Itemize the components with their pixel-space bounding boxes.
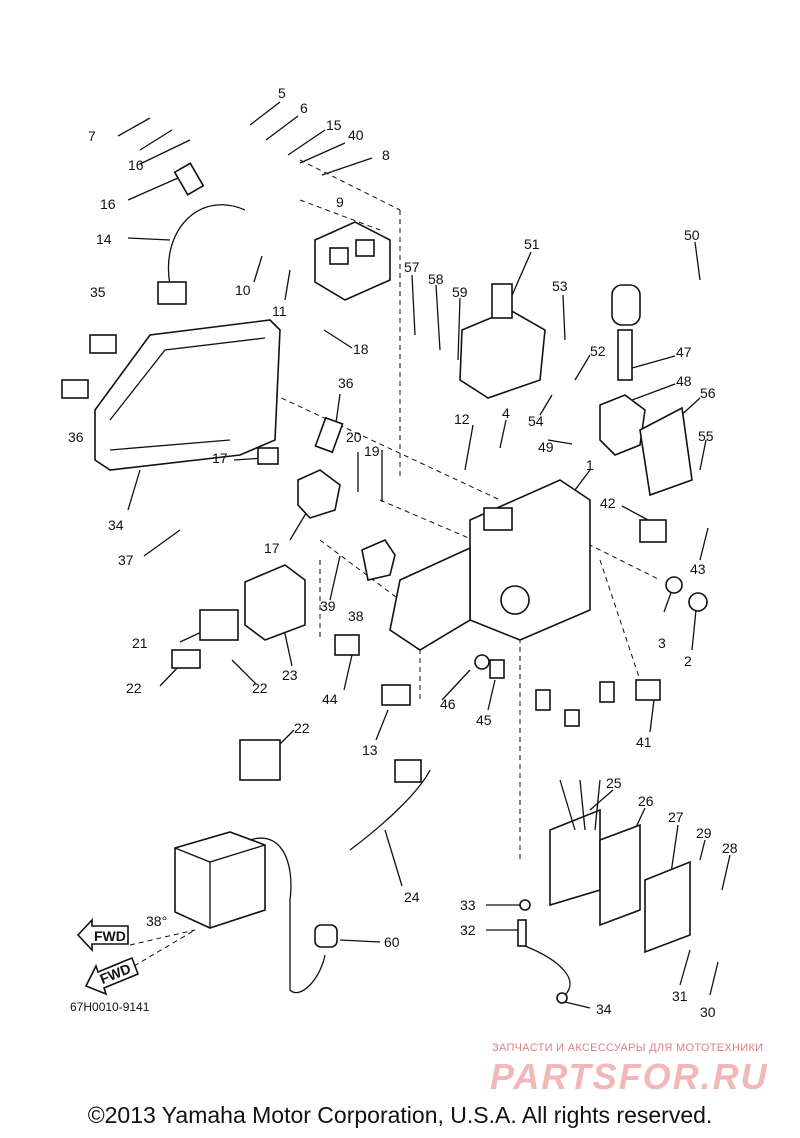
- fwd-arrows: [76, 917, 196, 996]
- callout: 59: [452, 284, 468, 300]
- regulator-plates: [549, 779, 691, 954]
- callout: 11: [272, 303, 287, 319]
- callout: 33: [460, 897, 476, 913]
- callout: 15: [326, 117, 342, 133]
- callout: 38: [348, 608, 364, 624]
- callout: 14: [96, 231, 112, 247]
- callout: 26: [638, 793, 654, 809]
- callout: 3: [658, 635, 666, 651]
- callout: 49: [538, 439, 554, 455]
- callout: 58: [428, 271, 444, 287]
- callout: 39: [320, 598, 336, 614]
- callout: 37: [118, 552, 134, 568]
- callout: 22: [294, 720, 310, 736]
- hose-assembly: [157, 162, 246, 305]
- callout: 54: [528, 413, 544, 429]
- callout: 28: [722, 840, 738, 856]
- watermark-brand: PARTSFOR.RU: [490, 1056, 769, 1097]
- callout: 34: [596, 1001, 612, 1017]
- callout-labels: 1 2 3 4 5 6 7 8 9 10 11 12 13 14 15 16 1…: [68, 85, 738, 1020]
- callout: 32: [460, 922, 476, 938]
- callout: 52: [590, 343, 606, 359]
- callout: 60: [384, 934, 400, 950]
- diagram-code: 67H0010-9141: [70, 1000, 150, 1014]
- mount-plate: [639, 406, 693, 497]
- callout: 20: [346, 429, 362, 445]
- callout: 4: [502, 405, 510, 421]
- callout: 42: [600, 495, 616, 511]
- callout: 36: [68, 429, 84, 445]
- small-parts: [61, 334, 708, 1004]
- callout: 27: [668, 809, 684, 825]
- copyright-text: ©2013 Yamaha Motor Corporation, U.S.A. A…: [87, 1102, 713, 1128]
- callout: 23: [282, 667, 298, 683]
- callout: 36: [338, 375, 354, 391]
- callout: 24: [404, 889, 420, 905]
- angle-label: 38°: [146, 913, 167, 929]
- callout: 5: [278, 85, 286, 101]
- watermark-tagline: ЗАПЧАСТИ И АКСЕССУАРЫ ДЛЯ МОТОТЕХНИКИ: [492, 1042, 764, 1054]
- callout: 41: [636, 734, 652, 750]
- callout: 17: [212, 450, 228, 466]
- callout: 51: [524, 236, 540, 252]
- callout: 2: [684, 653, 692, 669]
- callout: 53: [552, 278, 568, 294]
- callout: 19: [364, 443, 380, 459]
- callout: 43: [690, 561, 706, 577]
- callout: 40: [348, 127, 364, 143]
- callout: 16: [100, 196, 116, 212]
- callout: 48: [676, 373, 692, 389]
- callout: 29: [696, 825, 712, 841]
- callout: 45: [476, 712, 492, 728]
- callout: 1: [586, 457, 594, 473]
- callout: 22: [126, 680, 142, 696]
- callout: 50: [684, 227, 700, 243]
- battery-cable: [249, 759, 431, 994]
- callout: 8: [382, 147, 390, 163]
- battery: [174, 831, 266, 929]
- callout: 13: [362, 742, 378, 758]
- callout: 6: [300, 100, 308, 116]
- callout: 57: [404, 259, 420, 275]
- callout: 10: [235, 282, 251, 298]
- main-bracket: [389, 479, 591, 651]
- callout: 25: [606, 775, 622, 791]
- callout: 56: [700, 385, 716, 401]
- callout: 7: [88, 128, 96, 144]
- fwd-label: FWD: [94, 928, 126, 944]
- callout: 18: [353, 341, 369, 357]
- callout: 9: [336, 194, 344, 210]
- ignition-coil: [459, 283, 546, 399]
- callout: 30: [700, 1004, 716, 1020]
- callout: 17: [264, 540, 280, 556]
- callout: 46: [440, 696, 456, 712]
- relay-parts: [244, 469, 396, 641]
- plug-cap: [599, 284, 646, 456]
- callout: 21: [132, 635, 148, 651]
- callout: 34: [108, 517, 124, 533]
- rectifier: [314, 221, 391, 301]
- callout: 47: [676, 344, 692, 360]
- leader-lines: [117, 101, 731, 1009]
- callout: 16: [128, 157, 144, 173]
- callout: 31: [672, 988, 688, 1004]
- electrical-box: [94, 319, 281, 471]
- callout: 44: [322, 691, 338, 707]
- callout: 12: [454, 411, 470, 427]
- callout: 35: [90, 284, 106, 300]
- callout: 22: [252, 680, 268, 696]
- callout: 55: [698, 428, 714, 444]
